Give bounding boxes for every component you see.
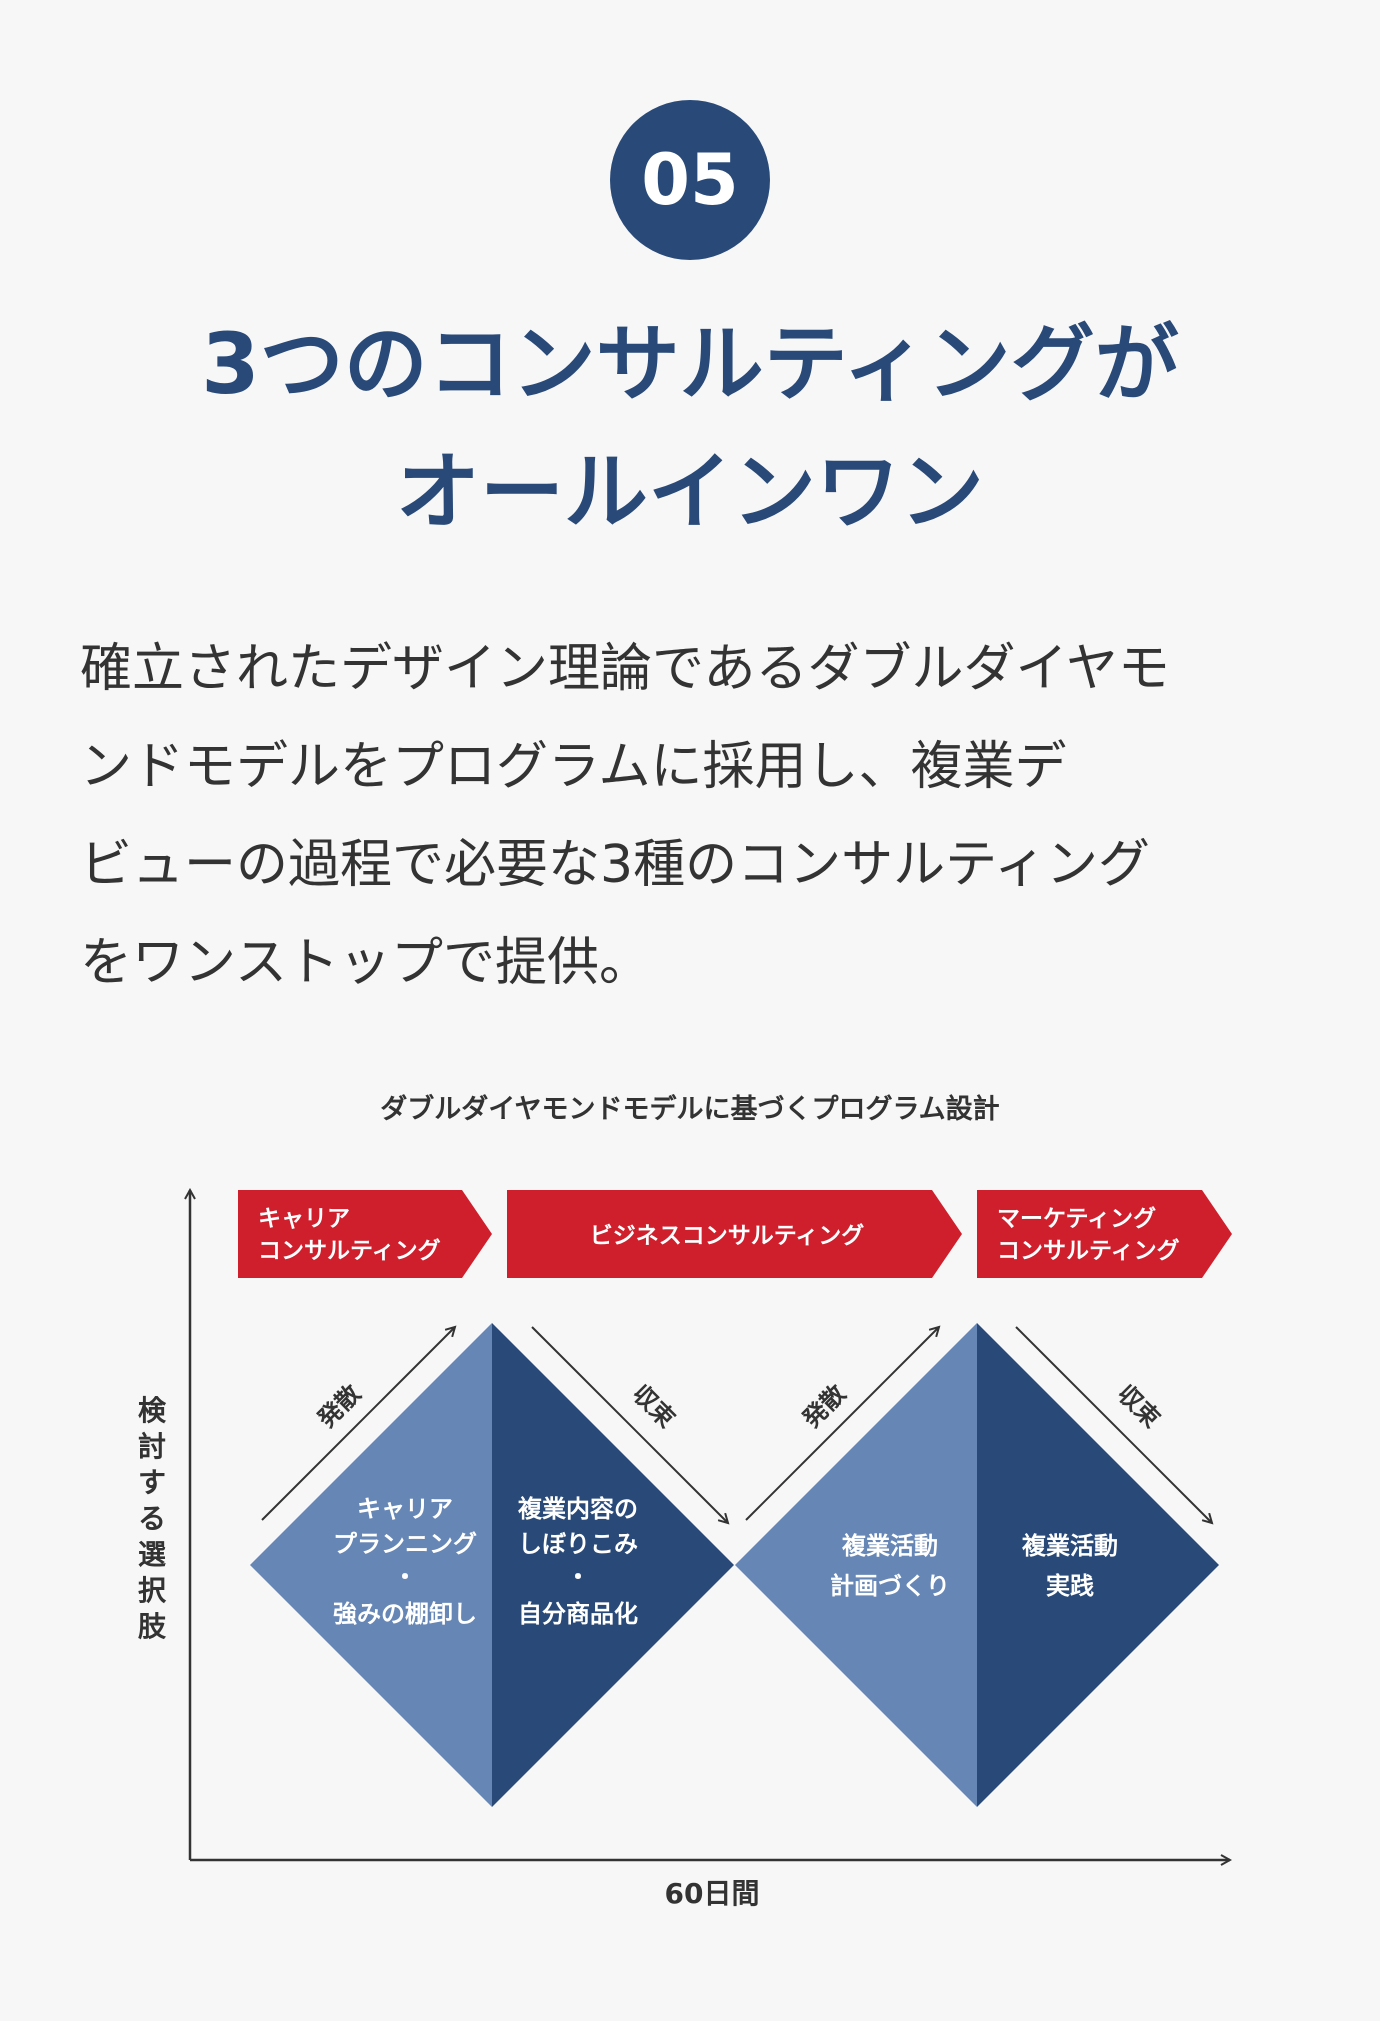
phase-business-line-1: ビジネスコンサルティング <box>590 1222 865 1249</box>
phase-banner-marketing: マーケティング コンサルティング <box>977 1190 1232 1278</box>
y-axis-label-char: 検 <box>138 1394 167 1427</box>
y-axis-label-char: す <box>138 1466 166 1499</box>
diamond-1-left-half <box>250 1323 492 1807</box>
description-line-2: ンドモデルをプログラムに採用し、複業デ <box>80 737 1067 797</box>
y-axis-label-char: 選 <box>138 1538 166 1571</box>
d1-right-line-3: ・ <box>566 1563 590 1591</box>
d1-right-line-2: しぼりこみ <box>518 1530 638 1558</box>
description-line-3: ビューの過程で必要な3種のコンサルティング <box>80 835 1150 895</box>
description-line-1: 確立されたデザイン理論であるダブルダイヤモ <box>80 639 1170 699</box>
section-number-badge: 05 <box>610 100 770 260</box>
arrow-converge-1-label: 収束 <box>627 1379 681 1433</box>
phase-career-line-1: キャリア <box>258 1206 350 1232</box>
diamond-2-left-half <box>735 1323 977 1807</box>
diamond-1-right-half <box>492 1323 734 1807</box>
d1-left-line-1: キャリア <box>357 1495 453 1523</box>
section-number: 05 <box>641 139 739 221</box>
diamond-1: キャリア プランニング ・ 強みの棚卸し 複業内容の しぼりこみ ・ 自分商品化 <box>250 1323 734 1807</box>
d1-right-line-4: 自分商品化 <box>518 1600 638 1628</box>
d2-right-line-1: 複業活動 <box>1022 1532 1118 1560</box>
double-diamond-diagram: ダブルダイヤモンドモデルに基づくプログラム設計 検討する選択肢 60日間 キャリ… <box>138 1093 1232 1910</box>
d2-right-line-2: 実践 <box>1046 1572 1094 1600</box>
description-line-4: をワンストップで提供。 <box>80 933 651 993</box>
y-axis-label-char: 討 <box>138 1430 166 1463</box>
description: 確立されたデザイン理論であるダブルダイヤモ ンドモデルをプログラムに採用し、複業… <box>80 620 1310 1012</box>
diagram-title: ダブルダイヤモンドモデルに基づくプログラム設計 <box>380 1093 999 1125</box>
title-line-1: 3つのコンサルティングが <box>201 315 1179 413</box>
phase-marketing-line-1: マーケティング <box>997 1205 1156 1232</box>
y-axis-label-char: る <box>138 1502 166 1535</box>
d1-left-line-2: プランニング <box>333 1530 477 1558</box>
d1-left-line-4: 強みの棚卸し <box>333 1600 477 1628</box>
y-axis-label: 検討する選択肢 <box>138 1394 167 1643</box>
diamond-2: 複業活動 計画づくり 複業活動 実践 <box>735 1323 1219 1807</box>
arrow-diverge-2-label: 発散 <box>797 1379 851 1433</box>
arrow-diverge-1-label: 発散 <box>312 1379 366 1433</box>
d1-left-line-3: ・ <box>393 1563 417 1591</box>
page-title: 3つのコンサルティングが オールインワン <box>0 300 1380 556</box>
phase-career-line-2: コンサルティング <box>258 1237 441 1264</box>
y-axis-label-char: 択 <box>138 1574 167 1607</box>
diamond-2-right-half <box>977 1323 1219 1807</box>
phase-marketing-line-2: コンサルティング <box>997 1237 1180 1264</box>
d2-left-line-1: 複業活動 <box>842 1532 938 1560</box>
d1-right-line-1: 複業内容の <box>518 1495 638 1523</box>
x-axis-label: 60日間 <box>665 1877 760 1910</box>
d2-left-line-2: 計画づくり <box>830 1572 950 1600</box>
phase-banner-business: ビジネスコンサルティング <box>507 1190 962 1278</box>
y-axis-label-char: 肢 <box>138 1610 167 1643</box>
title-line-2: オールインワン <box>395 443 984 541</box>
phase-banner-career: キャリア コンサルティング <box>238 1190 492 1278</box>
arrow-converge-2-label: 収束 <box>1112 1379 1166 1433</box>
